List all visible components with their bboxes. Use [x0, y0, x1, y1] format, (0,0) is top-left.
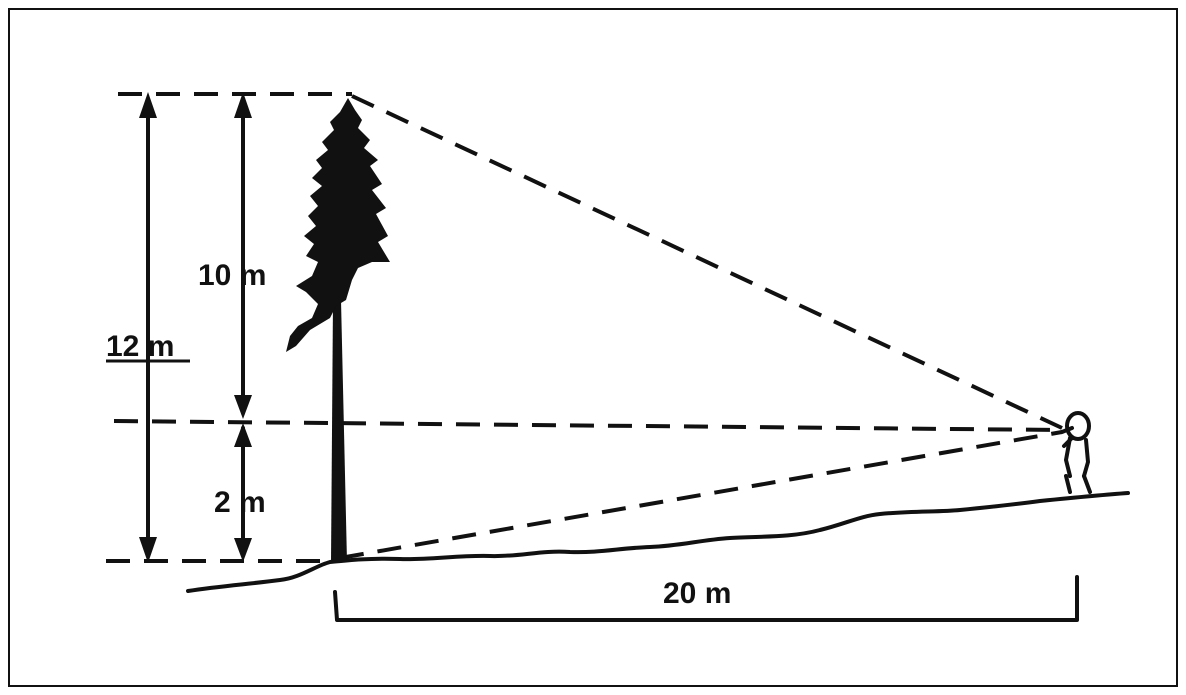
ground-line: [186, 491, 1130, 593]
person-icon: [1060, 411, 1092, 494]
eye-level-line: [113, 419, 1061, 432]
eye-height-label: 2 m: [214, 486, 266, 519]
total-height-label: 12 m: [106, 330, 174, 363]
total-height-arrow: [139, 92, 157, 563]
diagram-frame: [8, 8, 1178, 687]
distance-bracket: [333, 575, 1079, 622]
distance-label: 20 m: [663, 577, 731, 610]
sight-line-to-top: [351, 94, 1063, 430]
tree-icon: [286, 98, 390, 562]
eye-height-arrow: [234, 423, 252, 562]
upper-height-arrow: [234, 92, 252, 419]
sight-line-to-base: [339, 430, 1063, 560]
upper-height-label: 10 m: [198, 259, 266, 292]
